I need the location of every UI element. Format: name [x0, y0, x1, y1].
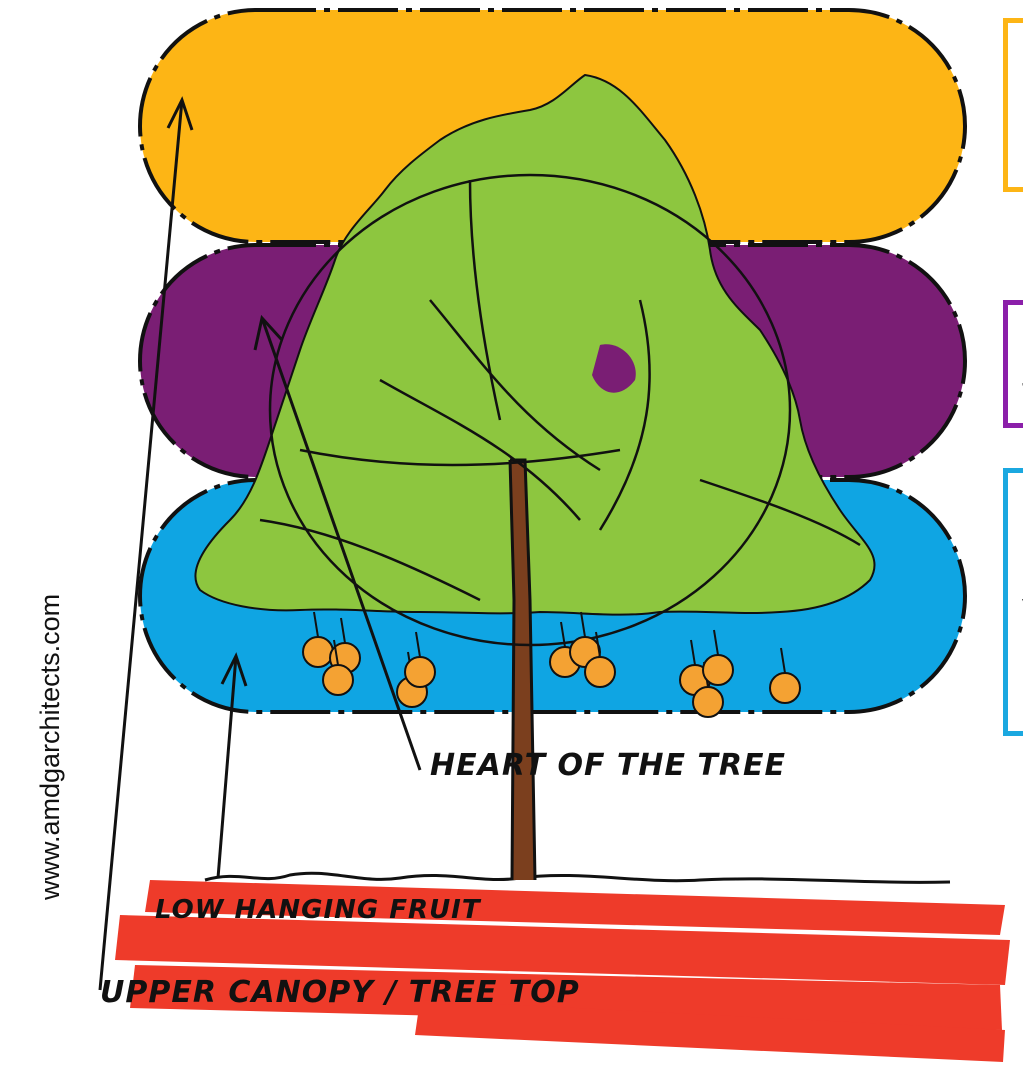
fruit	[323, 665, 353, 695]
fruit	[693, 687, 723, 717]
fruit	[303, 637, 333, 667]
fruit	[585, 657, 615, 687]
note-box-lower: I c v c I	[1003, 468, 1023, 736]
website-url: www.amdgarchitects.com	[30, 660, 70, 900]
fruit	[405, 657, 435, 687]
fruit	[703, 655, 733, 685]
label-low-fruit: LOW HANGING FRUIT	[155, 895, 482, 925]
label-upper-canopy: UPPER CANOPY / TREE TOP	[100, 975, 580, 1010]
note-box-middle: I t	[1003, 300, 1023, 428]
fruit	[770, 673, 800, 703]
note-box-upper: I r r	[1003, 18, 1023, 192]
label-heart: HEART OF THE TREE	[430, 748, 786, 783]
